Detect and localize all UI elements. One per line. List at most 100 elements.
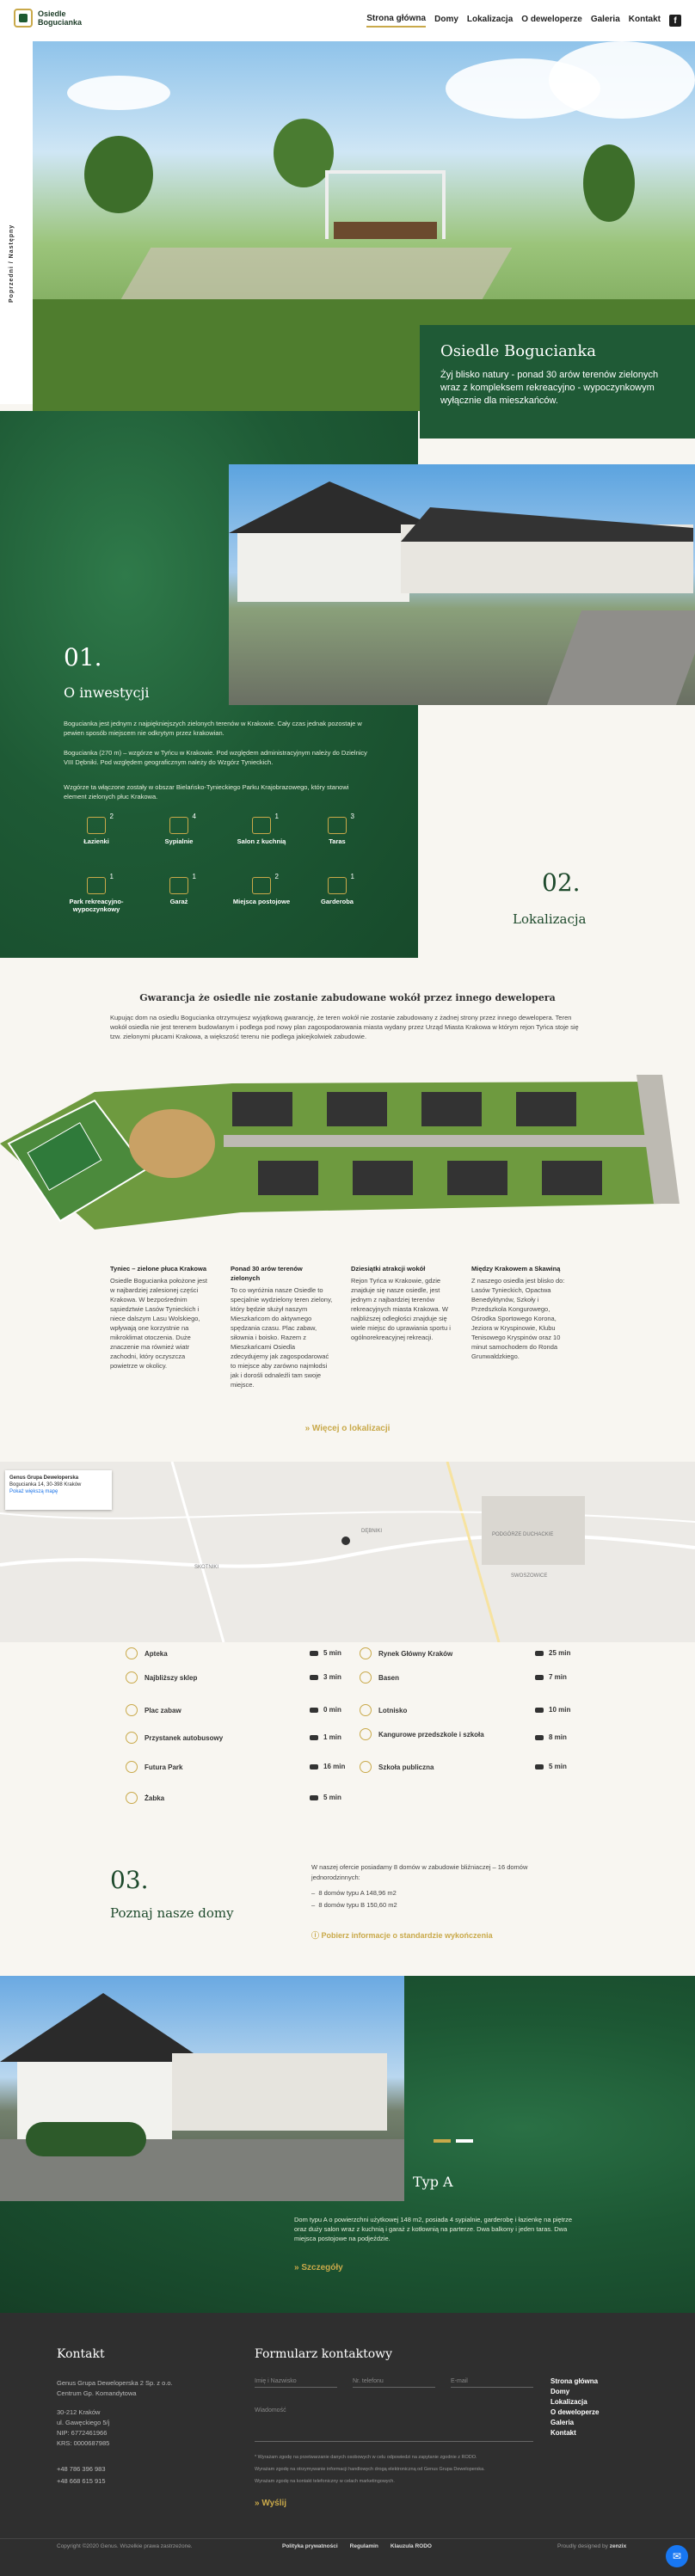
send-button[interactable]: » Wyślij [255,2499,287,2508]
designer-logo[interactable]: zenzix [609,2543,627,2549]
hero-image [33,41,695,411]
download-standard-link[interactable]: ⓘ Pobierz informacje o standardzie wykoń… [311,1931,493,1940]
designed-by: Proudly designed by zenzix [557,2543,627,2549]
nav-location[interactable]: Lokalizacja [466,15,514,24]
map-enlarge-link[interactable]: Pokaż większą mapę [9,1489,58,1494]
footer-contact-title: Kontakt [57,2347,105,2361]
map-info-card: Genus Grupa Deweloperska Bogucianka 14, … [5,1470,112,1510]
footer-nav-gallery[interactable]: Galeria [550,2419,575,2426]
footer-krs: KRS: 0000687985 [57,2439,110,2447]
car-icon [535,1707,544,1713]
site-footer [0,2313,695,2576]
type-a-details-link[interactable]: » Szczegóły [294,2263,343,2272]
type-a-title: Typ A [413,2174,453,2190]
gdpr-link[interactable]: Klauzula RODO [390,2543,432,2549]
terms-link[interactable]: Regulamin [349,2543,378,2549]
footer-divider [0,2538,695,2539]
distance-time: 1 min [310,1733,341,1741]
investment-p1: Bogucianka jest jednym z najpiękniejszyc… [64,720,362,737]
map-card-title: Genus Grupa Deweloperska [9,1475,79,1481]
car-icon [310,1763,318,1769]
house-photo [229,464,695,705]
footer-phone-2[interactable]: +48 668 615 915 [57,2477,106,2485]
slider-dot-1[interactable] [434,2139,451,2143]
privacy-policy-link[interactable]: Polityka prywatności [282,2543,338,2549]
distance-time: 0 min [310,1706,341,1714]
kindergarten-icon [360,1728,372,1740]
site-logo[interactable]: Osiedle Bogucianka [14,9,82,28]
car-icon [310,1650,318,1656]
houses-item-a: – 8 domów typu A 148,96 m2 [311,1889,397,1897]
contact-form-title: Formularz kontaktowy [255,2347,393,2361]
logo-text: Osiedle Bogucianka [38,9,83,27]
consent-2[interactable]: Wyrażam zgodę na otrzymywanie informacji… [255,2467,485,2472]
copyright: Copyright ©2020 Genus. Wszelkie prawa za… [57,2543,193,2549]
phone-field[interactable]: Nr. telefonu [353,2378,435,2388]
distance-time: 5 min [310,1794,341,1801]
footer-nav-houses[interactable]: Domy [550,2388,570,2395]
footer-nav-location[interactable]: Lokalizacja [550,2398,587,2406]
distance-row: Szkoła publiczna [360,1761,434,1773]
logo-icon [14,9,33,28]
nav-developer[interactable]: O deweloperze [521,15,582,24]
footer-nav-developer[interactable]: O deweloperze [550,2408,600,2416]
consent-1[interactable]: * Wyrażam zgodę na przetwarzanie danych … [255,2455,477,2460]
footer-nav-home[interactable]: Strona główna [550,2377,599,2385]
guarantee-text: Kupując dom na osiedlu Bogucianka otrzym… [110,1014,579,1040]
nav-contact[interactable]: Kontakt [628,15,661,24]
distance-row: Futura Park [126,1761,182,1773]
estate-plan-render [0,1075,680,1230]
slider-side-tab[interactable]: Poprzedni / Następny [0,45,33,404]
nav-home[interactable]: Strona główna [366,14,427,28]
type-a-text: Dom typu A o powierzchni użytkowej 148 m… [294,2216,573,2242]
hero-text: Żyj blisko natury - ponad 30 arów terenó… [440,370,659,406]
nav-gallery[interactable]: Galeria [590,15,620,24]
email-field[interactable]: E-mail [451,2378,533,2388]
footer-address-1: 30-212 Kraków [57,2408,101,2416]
distance-time: 7 min [535,1673,567,1681]
investment-title: O inwestycji [64,684,150,701]
footer-nav-contact[interactable]: Kontakt [550,2429,576,2437]
pharmacy-icon [126,1647,138,1659]
houses-item-b: – 8 domów typu B 150,60 m2 [311,1901,397,1909]
info-icon: ⓘ [311,1931,322,1940]
distance-row: Apteka [126,1647,168,1659]
walk-icon [310,1707,318,1713]
distance-row: Rynek Główny Kraków [360,1647,452,1659]
car-icon [310,1794,318,1800]
slider-dot-2[interactable] [456,2139,473,2143]
distance-time: 25 min [535,1649,570,1657]
square-icon [360,1647,372,1659]
messenger-chat-icon[interactable]: ✉ [666,2545,688,2567]
consent-3[interactable]: Wyrażam zgodę na kontakt telefoniczny w … [255,2479,395,2484]
distance-row: Lotnisko [360,1704,407,1716]
message-field[interactable]: Wiadomość [255,2407,533,2442]
car-icon [535,1763,544,1769]
site-header [0,0,695,45]
distance-row: Plac zabaw [126,1704,181,1716]
location-number: 02. [542,868,581,897]
footer-company-2: Centrum Gp. Komandytowa [57,2389,137,2397]
terrace-icon: 3 [328,813,354,834]
garage-icon: 1 [169,873,196,894]
slider-prev-next[interactable]: Poprzedni / Następny [9,224,15,303]
facebook-icon[interactable]: f [669,15,681,27]
footer-nav: Strona główna Domy Lokalizacja O dewelop… [550,2377,599,2438]
name-field[interactable]: Imię i Nazwisko [255,2378,337,2388]
nav-houses[interactable]: Domy [434,15,458,24]
more-location-link[interactable]: » Więcej o lokalizacji [304,1424,391,1433]
wardrobe-icon: 1 [328,873,354,894]
footer-phone-1[interactable]: +48 786 396 983 [57,2465,106,2473]
slider-dots [434,2139,473,2143]
location-map[interactable]: SKOTNIKI DĘBNIKI PODGÓRZE DUCHACKIE SWOS… [0,1462,695,1642]
distance-time: 16 min [310,1763,345,1770]
